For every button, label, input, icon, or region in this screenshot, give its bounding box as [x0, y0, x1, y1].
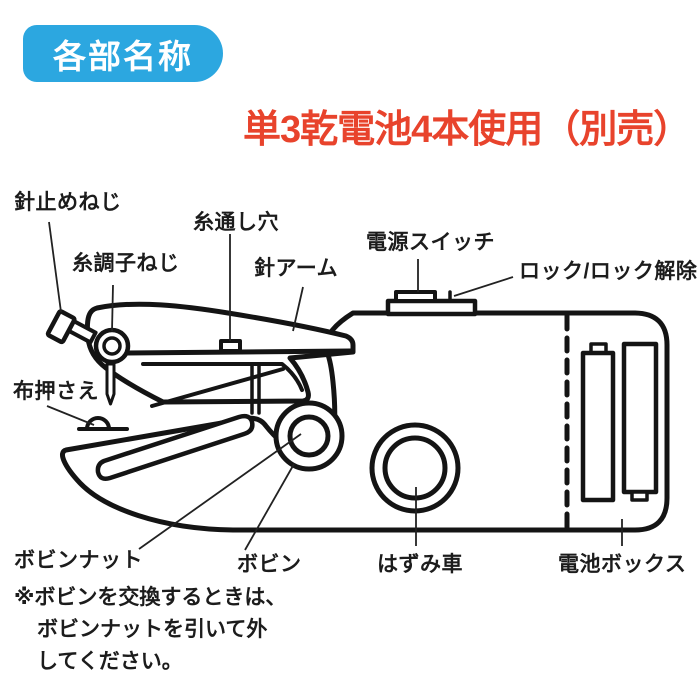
- battery-right: [621, 341, 659, 502]
- fabric-presser: [77, 416, 129, 431]
- label-battery-box: 電池ボックス: [558, 553, 687, 576]
- leader-tension-screw: [111, 284, 114, 332]
- label-needle-arm: 針アーム: [254, 257, 339, 280]
- pivot-post: [250, 364, 261, 415]
- label-thread-hole: 糸通し穴: [193, 211, 279, 234]
- bobbin-replacement-note: ※ボビンを交換するときは、 ボビンナットを引いて外 してください。: [14, 582, 286, 678]
- handwheel-inner: [382, 435, 448, 501]
- power-switch-shape: [385, 290, 478, 317]
- label-needle-clamp-screw: 針止めねじ: [14, 191, 122, 214]
- bobbin-inner: [287, 414, 331, 458]
- leader-needle-arm: [292, 286, 304, 332]
- needle: [105, 362, 116, 406]
- section-title: 各部名称: [53, 37, 193, 75]
- leader-bobbin-nut: [138, 433, 302, 550]
- arm-underside-line: [150, 367, 285, 408]
- note-line: してください。: [37, 650, 183, 673]
- section-title-badge: 各部名称: [23, 25, 223, 82]
- leader-bobbin: [244, 463, 295, 551]
- thread-hole: [219, 339, 242, 353]
- label-power-switch: 電源スイッチ: [366, 231, 495, 254]
- label-fabric-presser: 布押さえ: [13, 380, 99, 403]
- label-bobbin: ボビン: [237, 553, 302, 576]
- label-handwheel: はずみ車: [377, 553, 463, 576]
- label-bobbin-nut: ボビンナット: [14, 549, 143, 572]
- battery-left: [580, 342, 616, 503]
- leader-lock: [453, 276, 514, 297]
- jaw-slot: [95, 413, 255, 481]
- needle-clamp-screw: [45, 309, 98, 345]
- battery-usage-heading: 単3乾電池4本使用（別売）: [243, 109, 691, 151]
- leader-presser: [46, 405, 95, 426]
- tension-disc-inner: [102, 336, 122, 356]
- label-thread-tension-screw: 糸調子ねじ: [72, 252, 180, 275]
- label-lock-unlock: ロック/ロック解除: [519, 260, 698, 283]
- machine-body: [60, 310, 670, 533]
- note-line: ボビンナットを引いて外: [37, 618, 268, 641]
- arm-lower-contour: [141, 362, 304, 392]
- note-line: ※ボビンを交換するときは、: [14, 586, 287, 609]
- leader-needle-screw: [48, 221, 62, 313]
